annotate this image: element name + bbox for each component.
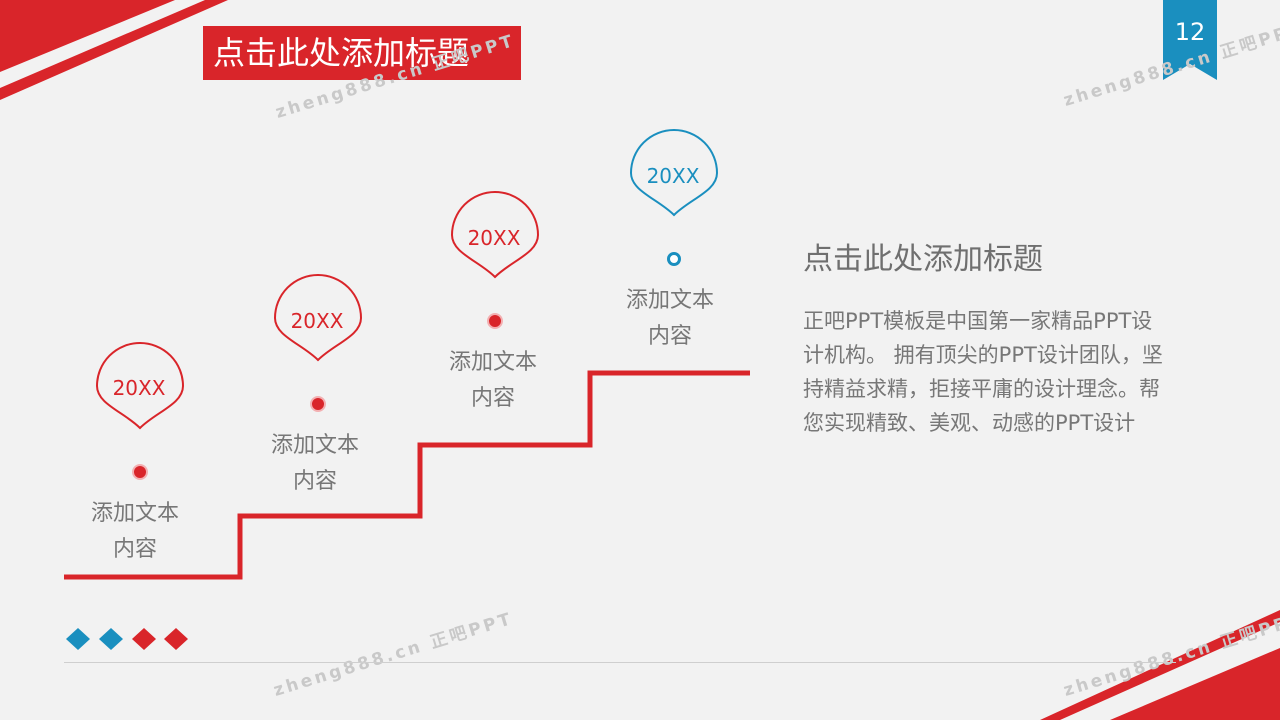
marker-year: 20XX: [112, 376, 166, 400]
body-line: 持精益求精，拒接平庸的设计理念。帮: [803, 377, 1160, 401]
page-number-ribbon: [1163, 0, 1217, 80]
step-label-line: 内容: [292, 469, 337, 494]
side-panel-title[interactable]: 点击此处添加标题: [803, 242, 1043, 277]
corner-stripes-top-left: [0, 0, 228, 100]
map-pin-icon: [95, 342, 185, 480]
diamond-icon: [132, 628, 156, 650]
step-label: 添加文本 内容: [418, 345, 568, 417]
corner-stripes-bottom-right: [1040, 610, 1280, 720]
marker-year: 20XX: [467, 226, 521, 250]
body-line: 正吧PPT模板是中国第一家精品PPT设: [803, 309, 1153, 333]
page-number: 12: [1174, 18, 1206, 46]
body-line: 计机构。 拥有顶尖的PPT设计团队，坚: [803, 343, 1163, 367]
step-label-line: 添加文本: [90, 501, 179, 526]
diamond-decoration: [66, 628, 188, 650]
marker-year: 20XX: [646, 164, 700, 188]
marker-year: 20XX: [290, 309, 344, 333]
diamond-icon: [66, 628, 90, 650]
step-label: 添加文本 内容: [240, 428, 390, 500]
map-pin-icon: [273, 274, 363, 412]
step-label: 添加文本 内容: [60, 496, 210, 568]
diamond-icon: [164, 628, 188, 650]
footer-divider: [64, 662, 1176, 663]
map-pin-icon: [629, 129, 719, 266]
step-label: 添加文本 内容: [595, 283, 745, 355]
step-label-line: 添加文本: [448, 350, 537, 375]
step-label-line: 添加文本: [625, 288, 714, 313]
step-label-line: 内容: [112, 537, 157, 562]
side-panel-body[interactable]: 正吧PPT模板是中国第一家精品PPT设 计机构。 拥有顶尖的PPT设计团队，坚 …: [803, 304, 1223, 440]
body-line: 您实现精致、美观、动感的PPT设计: [803, 411, 1136, 435]
step-label-line: 内容: [470, 386, 515, 411]
step-label-line: 添加文本: [270, 433, 359, 458]
step-label-line: 内容: [647, 324, 692, 349]
page-title[interactable]: 点击此处添加标题: [203, 26, 521, 80]
diamond-icon: [99, 628, 123, 650]
map-pin-icon: [450, 191, 540, 329]
